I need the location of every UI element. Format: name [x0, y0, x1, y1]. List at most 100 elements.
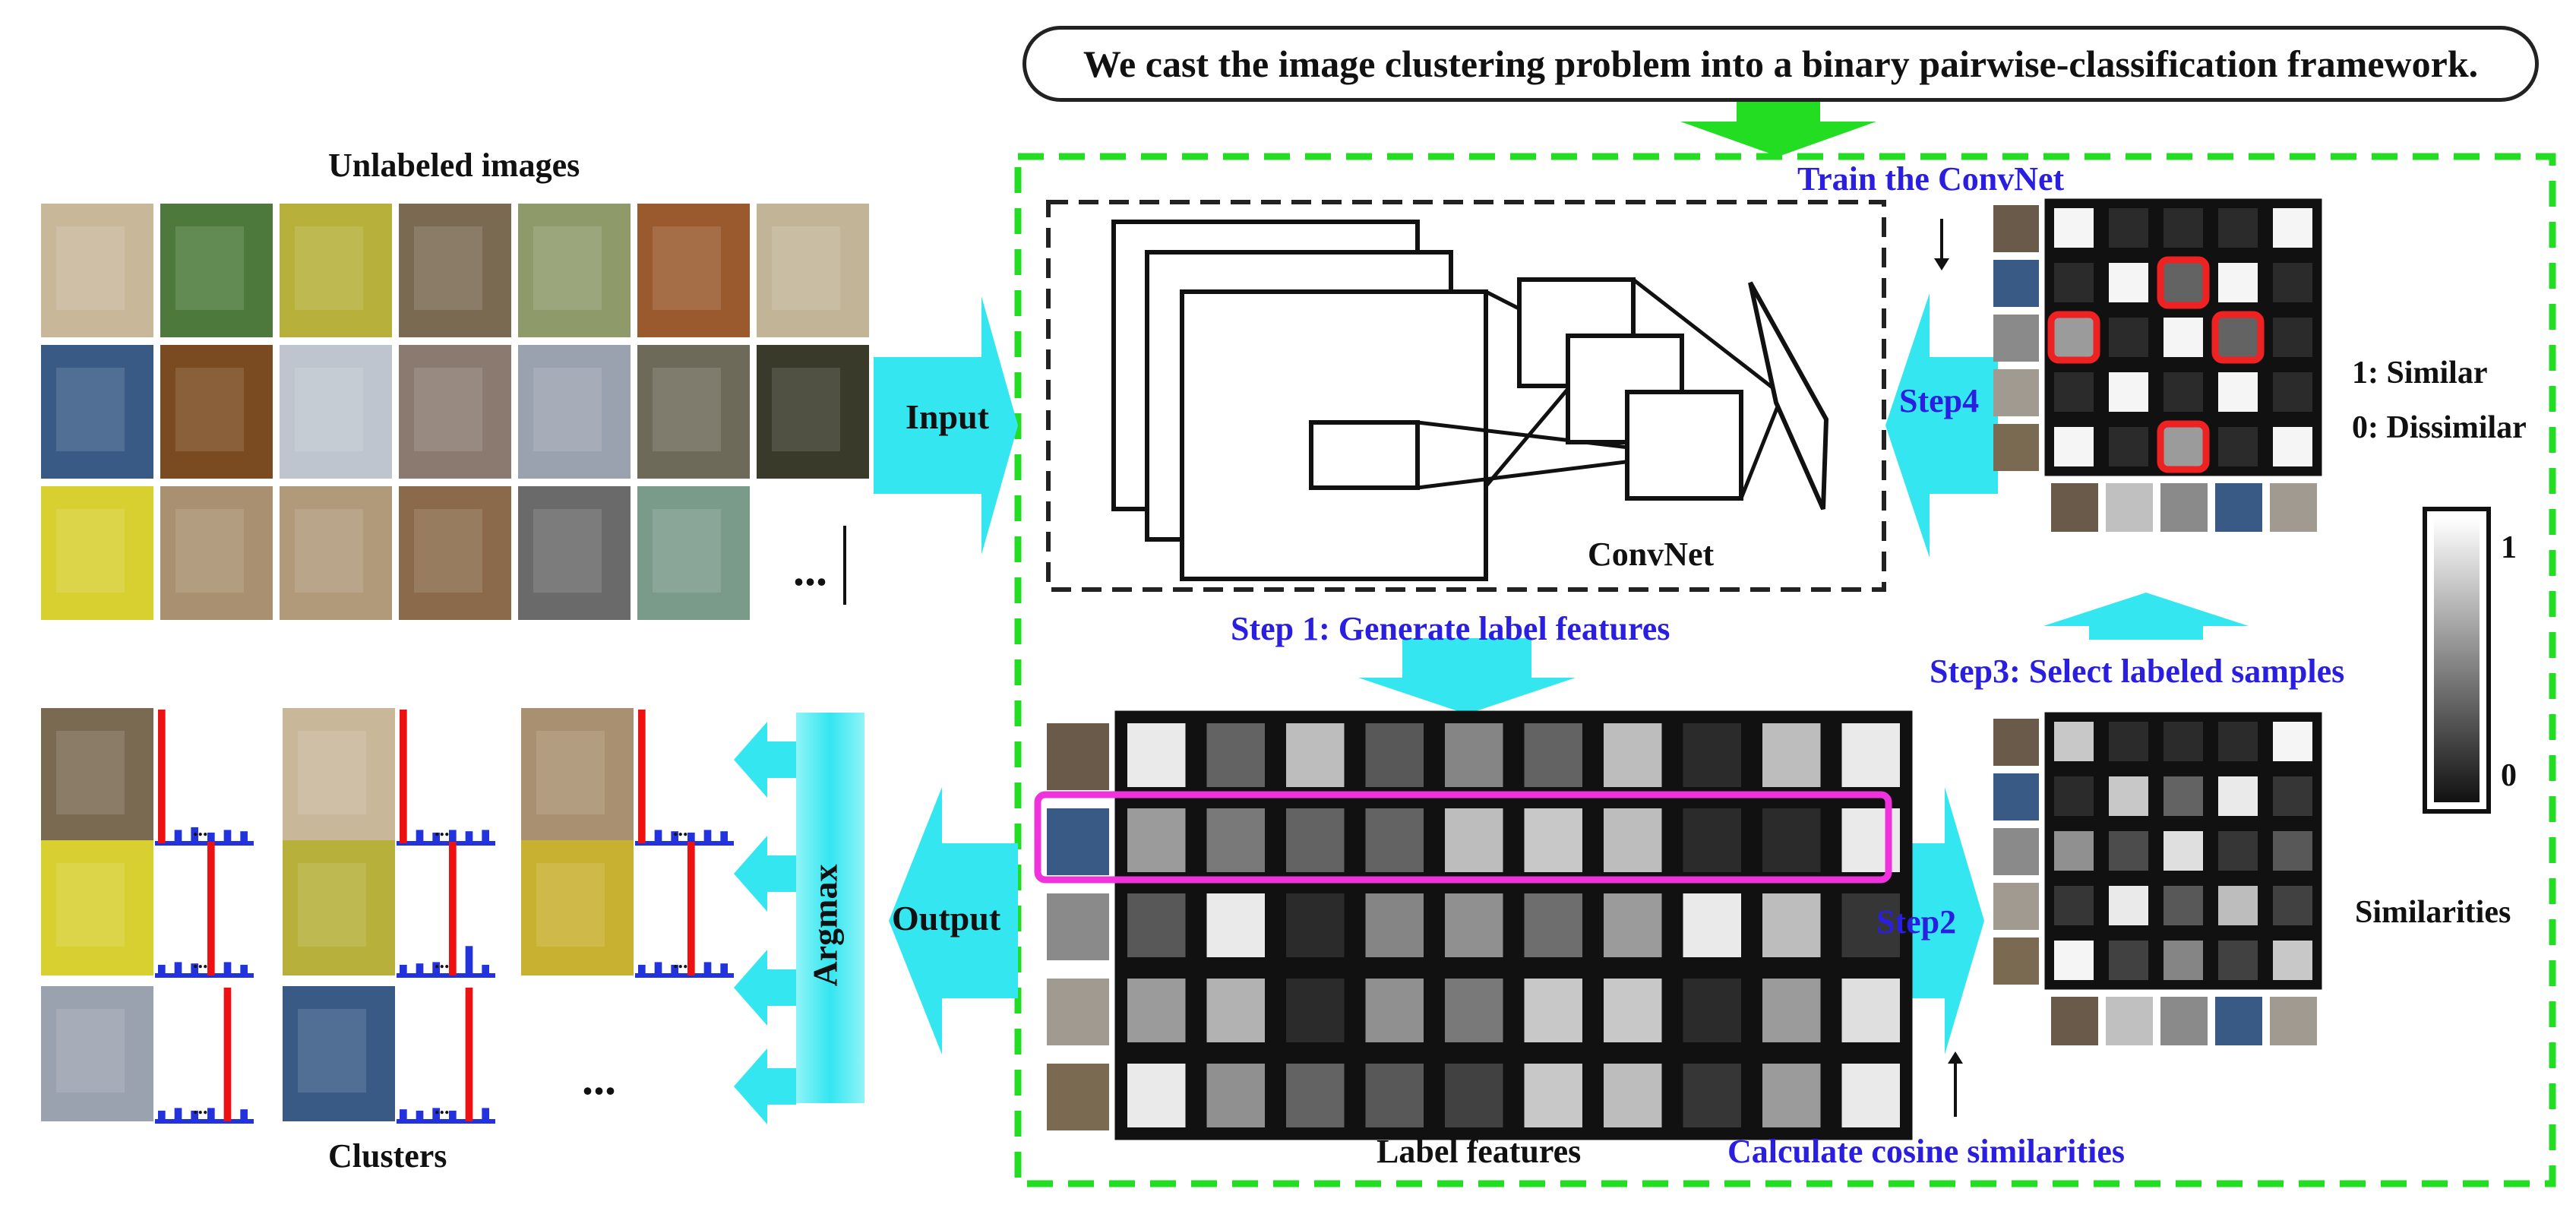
similarity-cell — [2273, 776, 2312, 816]
label-feature-cell — [1206, 1064, 1265, 1127]
label-feature-cell — [1524, 1064, 1582, 1127]
labeled-cell — [2054, 372, 2094, 412]
histogram-bar — [465, 946, 473, 975]
labeled-cell — [2164, 427, 2203, 466]
image-thumbnail — [160, 204, 273, 337]
cluster-thumbnail-detail — [298, 731, 366, 814]
image-thumbnail-detail — [295, 368, 363, 451]
image-thumbnail-detail — [653, 509, 721, 593]
label-feature-cell — [1206, 723, 1265, 787]
similarity-cell — [2054, 886, 2094, 925]
fc-layer — [1748, 281, 1829, 511]
layer-link — [1484, 378, 1577, 488]
histogram-dots: ... — [435, 818, 450, 840]
labeled-cell — [2109, 427, 2148, 466]
cluster-thumbnail-detail — [536, 731, 605, 814]
cluster-thumbnail-detail — [56, 863, 125, 947]
label-features-label: Label features — [1377, 1133, 1582, 1170]
labeled-cell — [2273, 263, 2312, 302]
labeled-cell — [2273, 318, 2312, 357]
label-feature-cell — [1841, 723, 1900, 787]
image-thumbnail-detail — [414, 226, 482, 310]
cluster-thumbnail — [283, 708, 395, 843]
similarity-cell — [2054, 831, 2094, 871]
banner-arrow — [1680, 102, 1876, 157]
fc-link — [1739, 394, 1784, 499]
histogram-bar — [432, 832, 440, 843]
train-arrow-head — [1934, 258, 1949, 270]
histogram-bar — [240, 831, 248, 843]
step4-arrow — [1885, 293, 1998, 558]
labeled-cell — [2054, 318, 2094, 357]
dissimilar-legend: 0: Dissimilar — [2352, 410, 2527, 445]
label-feature-cell — [1127, 1064, 1186, 1127]
labeled-col-thumbnail — [2051, 483, 2098, 532]
labeled-cell — [2273, 372, 2312, 412]
framework-banner: We cast the image clustering problem int… — [1022, 26, 2539, 102]
argmax-arrow — [734, 1048, 796, 1124]
histogram-bar — [158, 964, 166, 975]
image-thumbnail-detail — [414, 509, 482, 593]
cluster-thumbnail — [41, 840, 153, 975]
label-feature-cell — [1286, 1064, 1345, 1127]
labeled-cell — [2109, 318, 2148, 357]
similarity-cell — [2054, 776, 2094, 816]
image-thumbnail-detail — [772, 368, 840, 451]
framework-frame — [1014, 153, 2556, 1187]
label-feature-cell — [1127, 723, 1186, 787]
banner-text: We cast the image clustering problem int… — [1083, 43, 2479, 85]
label-feature-cell — [1604, 808, 1662, 872]
histogram-bar — [654, 962, 662, 975]
similarity-row-thumbnail — [1993, 773, 2039, 821]
similarity-cell — [2109, 722, 2148, 761]
image-thumbnail — [399, 486, 511, 620]
selected-sample-highlight — [2211, 311, 2265, 364]
labeled-cell — [2109, 372, 2148, 412]
image-thumbnail — [280, 486, 392, 620]
labeled-col-thumbnail — [2106, 483, 2153, 532]
selected-sample-highlight — [2047, 311, 2100, 364]
image-thumbnail-detail — [533, 509, 602, 593]
similarity-cell — [2218, 722, 2258, 761]
similarity-cell — [2109, 941, 2148, 980]
label-feature-cell — [1286, 979, 1345, 1042]
histogram-peak-bar — [638, 710, 646, 843]
label-feature-cell — [1762, 723, 1821, 787]
labeled-cell — [2109, 263, 2148, 302]
label-feature-cell — [1841, 893, 1900, 957]
histogram-peak-bar — [223, 988, 232, 1121]
labeled-cell — [2218, 263, 2258, 302]
similarity-row-thumbnail — [1993, 828, 2039, 875]
label-features-border — [1114, 710, 1913, 1140]
histogram-bar — [482, 1108, 489, 1121]
conv-feature-map — [1625, 390, 1743, 501]
similarity-row-thumbnail — [1993, 719, 2039, 766]
image-thumbnail — [399, 204, 511, 337]
fc-link — [1632, 278, 1784, 397]
argmax-bar — [796, 713, 864, 1103]
image-thumbnail — [41, 486, 153, 620]
label-feature-cell — [1762, 808, 1821, 872]
similarity-cell — [2164, 831, 2203, 871]
output-label: Output — [892, 899, 1001, 937]
label-feature-cell — [1604, 979, 1662, 1042]
labeled-row-thumbnail — [1993, 369, 2039, 416]
histogram-bar — [465, 831, 473, 843]
similarity-cell — [2109, 831, 2148, 871]
cosine-similarities-label: Calculate cosine similarities — [1727, 1133, 2126, 1170]
label-feature-cell — [1206, 893, 1265, 957]
label-feature-cell — [1127, 893, 1186, 957]
cluster-thumbnail — [283, 986, 395, 1121]
image-thumbnail — [637, 345, 750, 479]
label-feature-cell — [1524, 808, 1582, 872]
histogram-bar — [703, 962, 712, 975]
row-thumbnail — [1047, 723, 1109, 790]
image-thumbnail — [518, 486, 631, 620]
similarity-cell — [2164, 941, 2203, 980]
selected-sample-highlight — [2157, 420, 2210, 473]
image-thumbnail — [399, 345, 511, 479]
histogram-bar — [654, 830, 662, 843]
image-thumbnail — [757, 204, 869, 337]
histogram-dots: ... — [193, 818, 208, 840]
